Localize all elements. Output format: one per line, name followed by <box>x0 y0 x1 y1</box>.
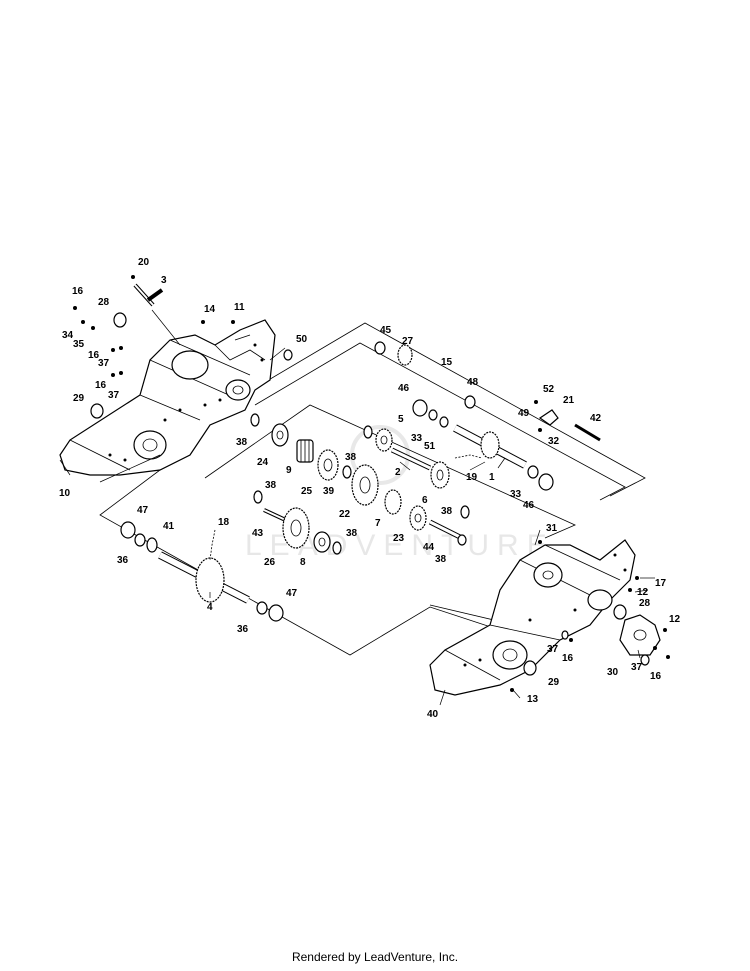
fasteners <box>73 275 670 692</box>
callout-24: 24 <box>257 457 269 468</box>
bearings-washers <box>90 312 650 676</box>
callout-39: 39 <box>323 486 335 497</box>
callout-18: 18 <box>218 517 230 528</box>
callout-52: 52 <box>543 384 555 395</box>
callout-29: 29 <box>73 393 85 404</box>
callout-16: 16 <box>72 286 84 297</box>
callout-16: 16 <box>650 671 662 682</box>
callout-45: 45 <box>380 325 392 336</box>
callout-34: 34 <box>62 330 74 341</box>
callout-16: 16 <box>88 350 100 361</box>
callout-28: 28 <box>639 598 651 609</box>
callout-20: 20 <box>138 257 150 268</box>
callout-41: 41 <box>163 521 175 532</box>
chains <box>209 454 483 561</box>
gears <box>195 344 500 603</box>
callouts: 20 3 16 28 14 11 34 35 50 16 37 16 37 29… <box>59 257 681 720</box>
callout-30: 30 <box>607 667 619 678</box>
footer-credit: Rendered by LeadVenture, Inc. <box>291 950 459 964</box>
callout-1: 1 <box>489 472 495 483</box>
callout-47: 47 <box>137 505 149 516</box>
callout-9: 9 <box>286 465 292 476</box>
left-housing <box>59 319 276 476</box>
callout-28: 28 <box>98 297 110 308</box>
callout-37: 37 <box>98 358 110 369</box>
callout-38: 38 <box>345 452 357 463</box>
callout-15: 15 <box>441 357 453 368</box>
callout-29: 29 <box>548 677 560 688</box>
callout-16: 16 <box>95 380 107 391</box>
callout-37: 37 <box>108 390 120 401</box>
callout-38: 38 <box>441 506 453 517</box>
callout-46: 46 <box>398 383 410 394</box>
leader-lines <box>59 309 655 706</box>
callout-16: 16 <box>562 653 574 664</box>
callout-7: 7 <box>375 518 381 529</box>
callout-6: 6 <box>422 495 428 506</box>
callout-11: 11 <box>234 302 245 313</box>
callout-42: 42 <box>590 413 602 424</box>
callout-38: 38 <box>346 528 358 539</box>
callout-5: 5 <box>398 414 404 425</box>
callout-47: 47 <box>286 588 298 599</box>
callout-17: 17 <box>655 578 667 589</box>
callout-51: 51 <box>424 441 436 452</box>
callout-37: 37 <box>631 662 643 673</box>
callout-49: 49 <box>518 408 530 419</box>
callout-12: 12 <box>669 614 681 625</box>
callout-38: 38 <box>265 480 277 491</box>
callout-12: 12 <box>637 587 649 598</box>
callout-43: 43 <box>252 528 264 539</box>
callout-38: 38 <box>236 437 248 448</box>
callout-26: 26 <box>264 557 276 568</box>
callout-23: 23 <box>393 533 405 544</box>
callout-33: 33 <box>411 433 423 444</box>
callout-13: 13 <box>527 694 539 705</box>
callout-37: 37 <box>547 644 559 655</box>
callout-25: 25 <box>301 486 313 497</box>
right-housing <box>429 539 636 696</box>
callout-36: 36 <box>117 555 129 566</box>
callout-8: 8 <box>300 557 306 568</box>
callout-35: 35 <box>73 339 85 350</box>
callout-21: 21 <box>563 395 575 406</box>
callout-40: 40 <box>427 709 439 720</box>
callout-3: 3 <box>161 275 167 286</box>
callout-4: 4 <box>207 602 213 613</box>
callout-31: 31 <box>546 523 558 534</box>
callout-48: 48 <box>467 377 479 388</box>
callout-36: 36 <box>237 624 249 635</box>
callout-46: 46 <box>523 500 535 511</box>
callout-19: 19 <box>466 472 478 483</box>
callout-33: 33 <box>510 489 522 500</box>
callout-38: 38 <box>435 554 447 565</box>
callout-22: 22 <box>339 509 351 520</box>
callout-50: 50 <box>296 334 308 345</box>
callout-27: 27 <box>402 336 414 347</box>
callout-44: 44 <box>423 542 435 553</box>
callout-32: 32 <box>548 436 560 447</box>
callout-10: 10 <box>59 488 71 499</box>
callout-2: 2 <box>395 467 401 478</box>
callout-14: 14 <box>204 304 216 315</box>
